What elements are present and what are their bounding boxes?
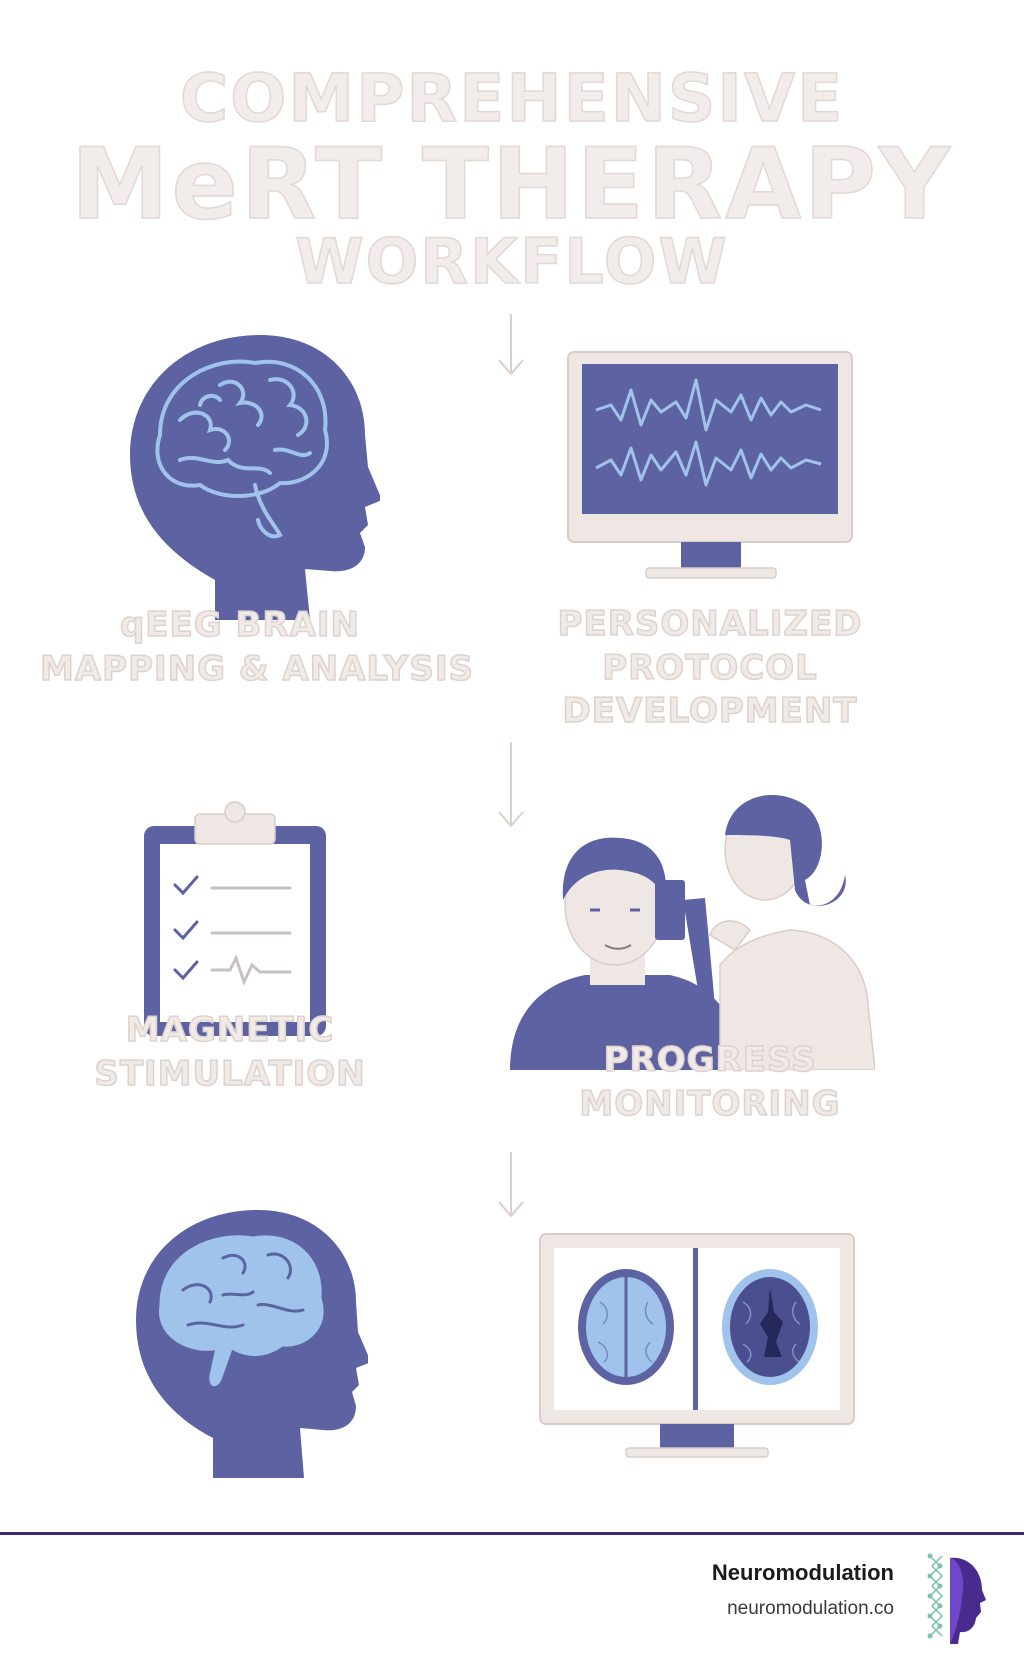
brain-head-icon	[136, 1210, 368, 1478]
clipboard-checklist-icon	[144, 801, 326, 1036]
step-2-label-line: PERSONALIZED	[557, 603, 863, 644]
brain-head-icon	[130, 335, 380, 620]
step-2-label-line: PROTOCOL	[601, 647, 818, 688]
tms-session-illustration	[510, 795, 875, 1070]
eeg-monitor-icon	[567, 351, 853, 579]
step-2-label: PERSONALIZED PROTOCOL DEVELOPMENT	[530, 603, 890, 734]
step-4-label-line: MONITORING	[579, 1083, 841, 1125]
step-1-label-line: qEEG BRAIN	[119, 604, 361, 646]
title-line-1: COMPREHENSIVE	[179, 59, 845, 138]
step-1-label: qEEG BRAIN MAPPING & ANALYSIS	[39, 603, 475, 691]
step-1-label-line: MAPPING & ANALYSIS	[39, 648, 475, 690]
title-line-3: WORKFLOW	[294, 224, 729, 299]
footer-brand-name: Neuromodulation	[711, 1560, 894, 1585]
brand-logo-icon	[927, 1553, 986, 1644]
down-arrow-icon	[498, 742, 524, 828]
footer-brand-url[interactable]: neuromodulation.co	[727, 1598, 894, 1619]
footer-divider	[0, 1532, 1024, 1535]
step-3-label-line: STIMULATION	[94, 1053, 366, 1095]
step-4-label-line: PROGRESS	[603, 1039, 817, 1081]
title-line-2: MeRT THERAPY	[70, 127, 953, 243]
step-2-label-line: DEVELOPMENT	[562, 690, 858, 732]
step-4-label: PROGRESS MONITORING	[540, 1038, 880, 1126]
down-arrow-icon	[498, 1152, 524, 1218]
step-3-label: MAGNETIC STIMULATION	[60, 1008, 400, 1096]
brain-scan-monitor-icon	[539, 1233, 855, 1458]
step-3-label-line: MAGNETIC	[125, 1009, 335, 1051]
down-arrow-icon	[498, 314, 524, 376]
